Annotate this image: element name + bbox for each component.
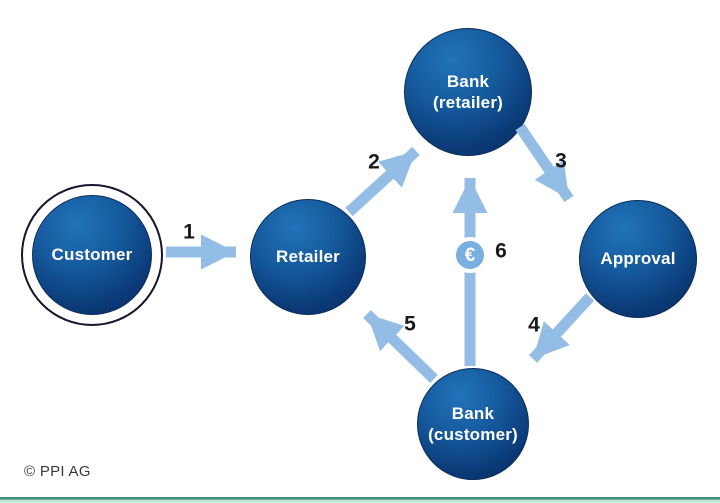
copyright-text: © PPI AG — [24, 463, 91, 480]
arrow-step2 — [345, 146, 420, 217]
arrow-step4 — [528, 293, 595, 363]
arrow-label-4: 4 — [528, 313, 540, 337]
arrow-label-5: 5 — [404, 312, 416, 336]
arrow-label-2: 2 — [368, 150, 380, 174]
arrow-label-6: 6 — [495, 239, 507, 263]
node-approval-label: Approval — [600, 249, 676, 269]
arrow-label-1: 1 — [183, 220, 195, 244]
arrow-label-3: 3 — [555, 149, 567, 173]
node-customer-label: Customer — [51, 245, 133, 265]
euro-icon: € — [464, 244, 476, 266]
node-bank-customer-label: Bank (customer) — [428, 403, 518, 444]
node-approval: Approval — [579, 200, 697, 318]
node-bank-customer: Bank (customer) — [417, 368, 529, 480]
node-customer: Customer — [32, 195, 152, 315]
node-retailer-label: Retailer — [276, 247, 340, 267]
arrow-step3 — [515, 123, 574, 203]
node-bank-retailer-label: Bank (retailer) — [432, 71, 504, 112]
arrow-step5 — [363, 310, 438, 383]
euro-badge: € — [452, 237, 488, 273]
footer-bar — [0, 497, 720, 503]
node-bank-retailer: Bank (retailer) — [404, 28, 532, 156]
node-retailer: Retailer — [250, 199, 366, 315]
